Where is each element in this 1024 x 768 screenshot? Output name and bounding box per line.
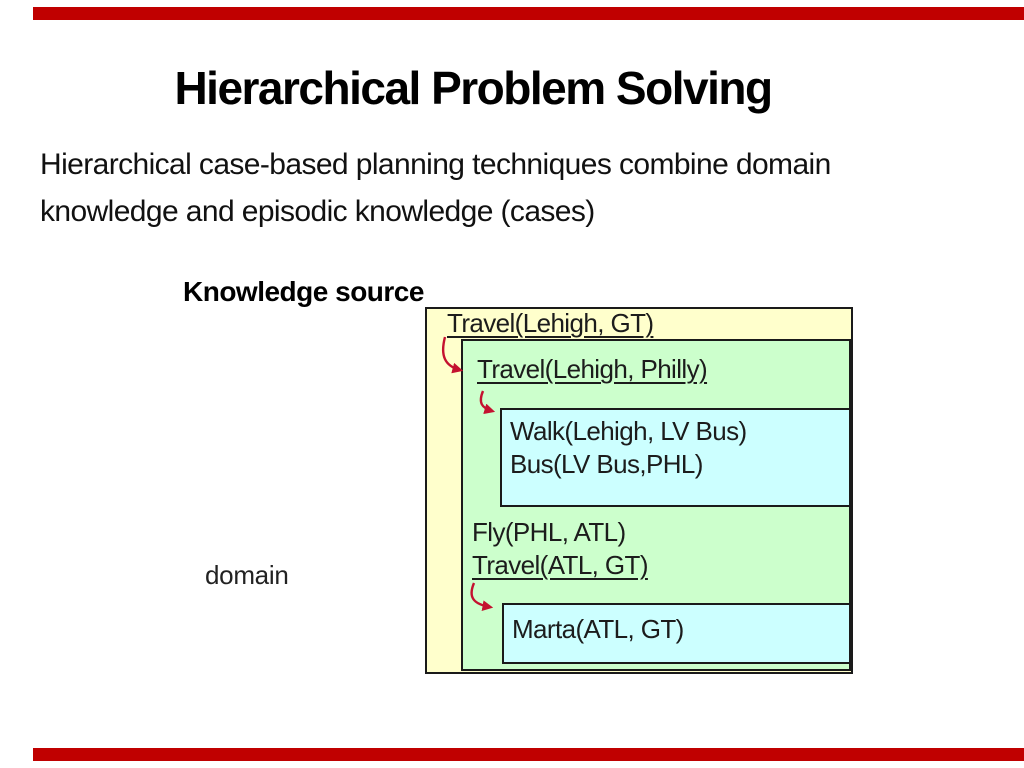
subtask-1-steps: Walk(Lehigh, LV Bus) Bus(LV Bus,PHL) [510, 415, 747, 481]
bottom-accent-bar [33, 748, 1024, 761]
body-paragraph: Hierarchical case-based planning techniq… [40, 141, 831, 235]
domain-label: domain [205, 560, 289, 590]
subtask-2-block: Fly(PHL, ATL) Travel(ATL, GT) [472, 516, 649, 582]
primitive-steps-box-2 [502, 603, 851, 664]
subtask-2-label: Travel(ATL, GT) [472, 550, 649, 580]
knowledge-source-label: Knowledge source [183, 276, 424, 307]
primitive-steps-box-1 [500, 408, 851, 507]
slide-title: Hierarchical Problem Solving [174, 62, 773, 114]
step-walk-label: Walk(Lehigh, LV Bus) [510, 416, 747, 446]
body-line-2: knowledge and episodic knowledge (cases) [40, 195, 595, 228]
step-bus-label: Bus(LV Bus,PHL) [510, 449, 703, 479]
root-task-label: Travel(Lehigh, GT) [447, 308, 654, 338]
top-accent-bar [33, 7, 1024, 20]
step-fly-label: Fly(PHL, ATL) [472, 517, 626, 547]
step-marta-label: Marta(ATL, GT) [512, 614, 684, 644]
subtask-1-label: Travel(Lehigh, Philly) [477, 354, 708, 384]
body-line-1: Hierarchical case-based planning techniq… [40, 148, 831, 181]
